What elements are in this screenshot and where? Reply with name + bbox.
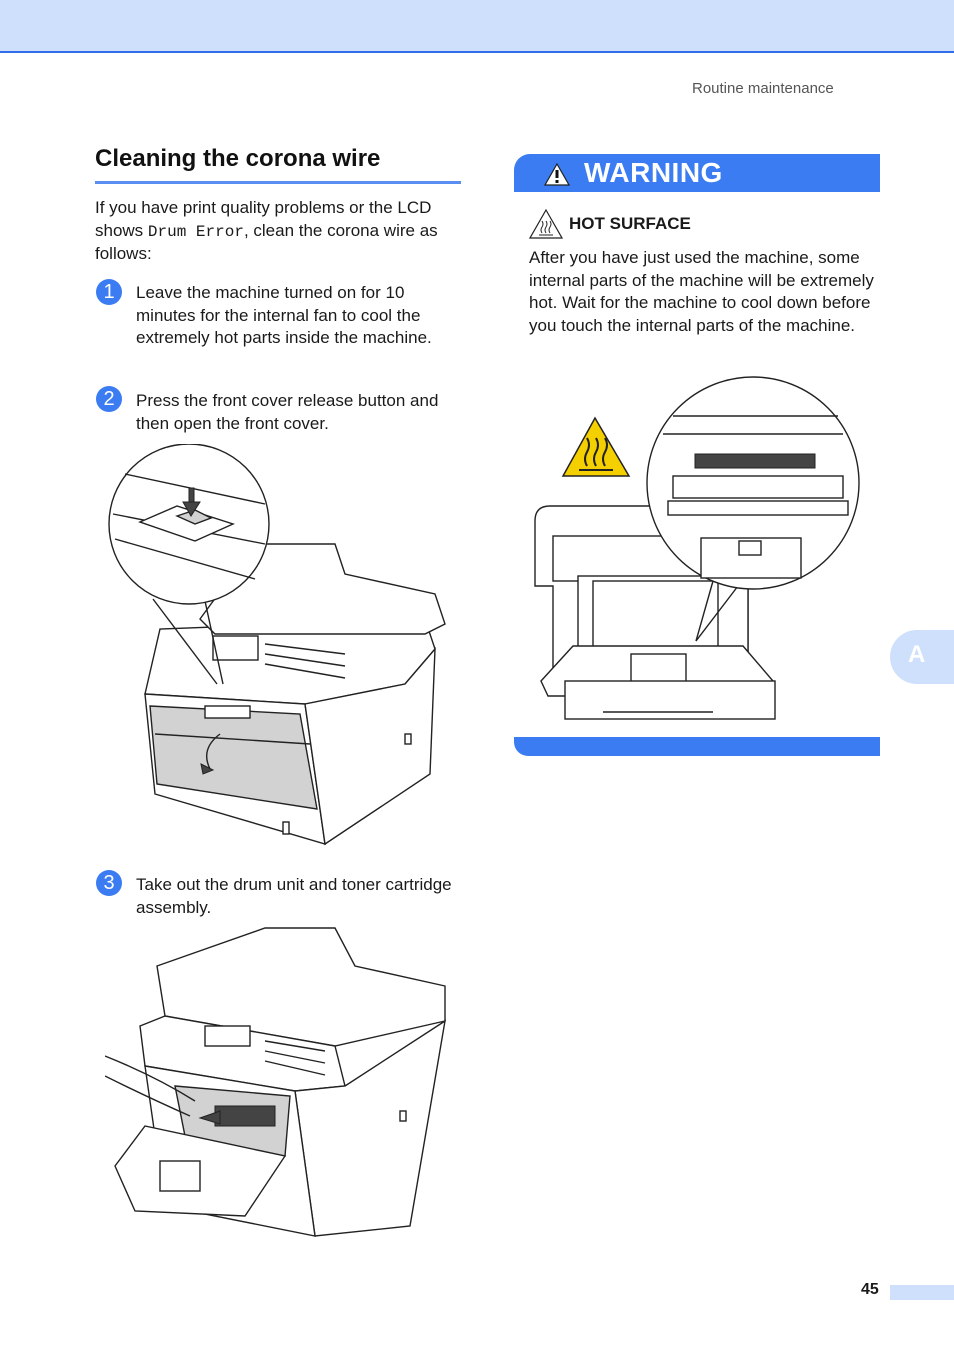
hot-caution-sign-icon [561,416,631,477]
warning-title: WARNING [584,157,723,188]
intro-text-after: , clean the corona wire as follows: [95,220,438,264]
page-number-band [890,1285,954,1300]
title-underline [95,181,461,184]
step-number-3: 3 [96,870,122,896]
appendix-tab-letter: A [908,641,926,668]
hot-surface-icon [529,209,563,239]
running-header: Routine maintenance [692,80,834,97]
intro-text-before: If you have print quality problems or th… [95,198,432,240]
step-number-1: 1 [96,279,122,305]
lcd-message: Drum Error [147,222,244,241]
printer-remove-drum-illustration [105,927,446,1237]
intro-paragraph: If you have print quality problems or th… [95,197,465,266]
printer-hot-interior-illustration [534,376,860,720]
page-number: 45 [861,1281,879,1298]
step-text-1: Leave the machine turned on for 10 minut… [136,283,432,347]
warning-triangle-icon [544,163,570,186]
step-number-2: 2 [96,386,122,412]
step-text-3: Take out the drum unit and toner cartrid… [136,875,452,917]
warning-banner [514,154,880,192]
step-text-2: Press the front cover release button and… [136,391,439,433]
warning-body-text: After you have just used the machine, so… [529,248,874,335]
top-header-band [0,0,954,53]
printer-open-front-cover-illustration [108,444,446,846]
warning-footer-bar [514,737,880,756]
appendix-side-tab [890,630,954,684]
hot-surface-heading: HOT SURFACE [569,214,691,233]
section-title: Cleaning the corona wire [95,145,381,172]
